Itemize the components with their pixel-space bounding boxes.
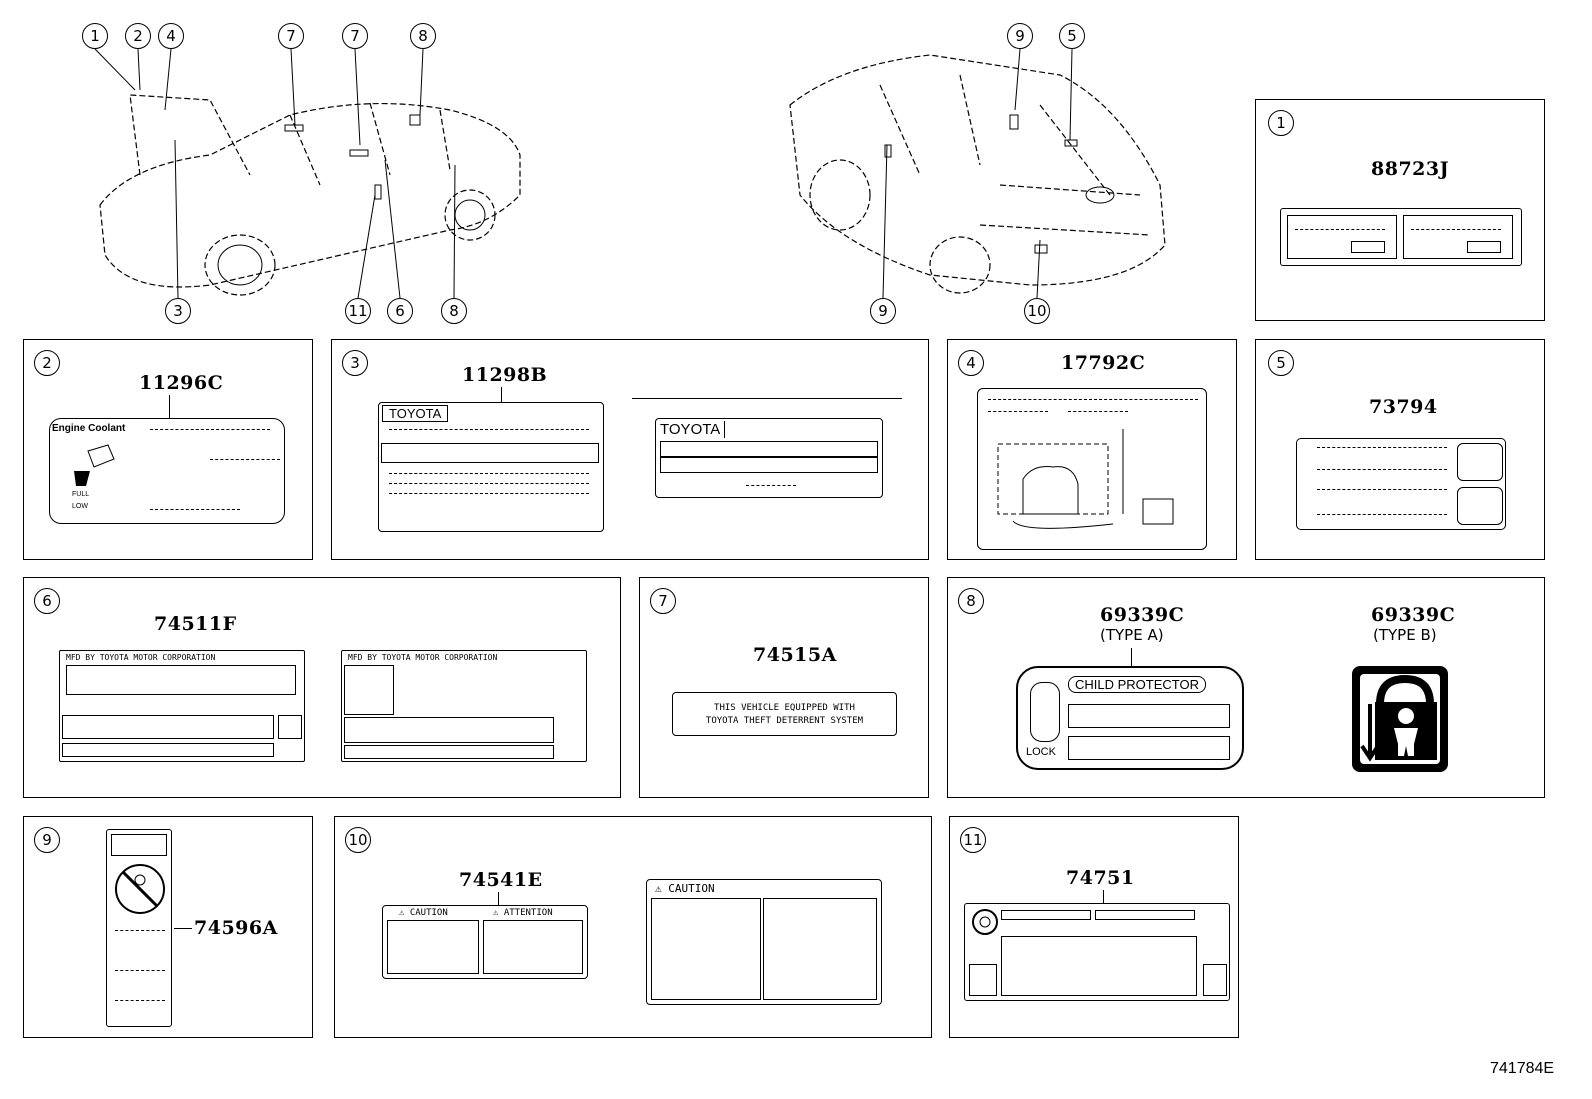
emission-control-label <box>977 388 1207 550</box>
panel-number: 10 <box>345 827 371 853</box>
panel-number: 11 <box>960 827 986 853</box>
low-text: LOW <box>72 503 88 510</box>
toyota-text: TOYOTA <box>660 421 726 438</box>
panel-9: 9 74596A <box>23 816 313 1038</box>
rear-car-illustration <box>789 54 1166 294</box>
part-number: 11298B <box>462 364 548 386</box>
part-number-type-b: 69339C <box>1371 604 1456 626</box>
tire-pressure-label <box>1280 208 1522 266</box>
callout-4[interactable]: 4 <box>158 23 184 49</box>
part-number: 88723J <box>1371 158 1450 180</box>
caution-label-left: ⚠ CAUTION ⚠ ATTENTION <box>382 905 588 979</box>
toyota-text: TOYOTA <box>382 405 449 422</box>
callout-1[interactable]: 1 <box>82 23 108 49</box>
front-car-illustration <box>99 94 521 296</box>
vehicle-id-label-left: TOYOTA <box>378 402 604 532</box>
full-text: FULL <box>72 491 90 498</box>
part-number: 74751 <box>1066 867 1135 889</box>
callout-11[interactable]: 11 <box>345 298 371 324</box>
panel-number: 4 <box>958 350 984 376</box>
part-number: 74515A <box>753 644 837 666</box>
panel-5: 5 73794 <box>1255 339 1545 560</box>
child-lock-icon <box>1352 666 1448 772</box>
panel-number: 9 <box>34 827 60 853</box>
part-number: 17792C <box>1061 352 1146 374</box>
certification-label-left: MFD BY TOYOTA MOTOR CORPORATION <box>59 650 305 762</box>
panel-number: 5 <box>1268 350 1294 376</box>
vehicle-id-label-right: TOYOTA <box>655 418 883 498</box>
tire-icon <box>972 909 998 935</box>
diagram-id: 741784E <box>1490 1060 1555 1077</box>
airbag-warning-icon <box>115 864 165 914</box>
part-number: 11296C <box>139 372 224 394</box>
callout-9[interactable]: 9 <box>1007 23 1033 49</box>
caution-text: ⚠ CAUTION <box>655 882 715 895</box>
panel-number: 1 <box>1268 110 1294 136</box>
part-number: 73794 <box>1369 396 1438 418</box>
part-number: 74596A <box>194 917 278 939</box>
label-line-1: THIS VEHICLE EQUIPPED WITH <box>714 703 855 713</box>
part-number: 74541E <box>459 869 543 891</box>
attention-text: ⚠ ATTENTION <box>493 908 553 918</box>
label-line-2: TOYOTA THEFT DETERRENT SYSTEM <box>705 716 864 726</box>
tire-information-label <box>964 903 1230 1001</box>
panel-number: 3 <box>342 350 368 376</box>
certification-label-right: MFD BY TOYOTA MOTOR CORPORATION <box>341 650 587 762</box>
panel-number: 8 <box>958 588 984 614</box>
caution-label-right: ⚠ CAUTION <box>646 879 882 1005</box>
type-b-text: (TYPE B) <box>1373 626 1437 644</box>
panel-2: 2 11296C Engine Coolant FULL LOW <box>23 339 313 560</box>
panel-11: 11 74751 <box>949 816 1239 1038</box>
callout-7b[interactable]: 7 <box>342 23 368 49</box>
panel-4: 4 17792C <box>947 339 1237 560</box>
callout-2[interactable]: 2 <box>125 23 151 49</box>
type-a-text: (TYPE A) <box>1100 626 1164 644</box>
callout-6[interactable]: 6 <box>387 298 413 324</box>
panel-1: 1 88723J <box>1255 99 1545 321</box>
caution-text: ⚠ CAUTION <box>399 908 448 918</box>
child-protector-label: CHILD PROTECTOR LOCK <box>1016 666 1244 770</box>
callout-5[interactable]: 5 <box>1059 23 1085 49</box>
child-protector-text: CHILD PROTECTOR <box>1068 676 1206 693</box>
mfd-text: MFD BY TOYOTA MOTOR CORPORATION <box>348 653 498 662</box>
part-number: 74511F <box>154 613 237 635</box>
airbag-warning-label <box>106 829 172 1027</box>
engine-coolant-label: Engine Coolant FULL LOW <box>49 418 285 524</box>
mfd-text: MFD BY TOYOTA MOTOR CORPORATION <box>66 653 216 662</box>
panel-6: 6 74511F MFD BY TOYOTA MOTOR CORPORATION… <box>23 577 621 798</box>
lock-text: LOCK <box>1026 746 1056 758</box>
callout-8[interactable]: 8 <box>410 23 436 49</box>
panel-8: 8 69339C (TYPE A) 69339C (TYPE B) CHILD … <box>947 577 1545 798</box>
engine-diagram <box>997 429 1174 529</box>
panel-7: 7 74515A THIS VEHICLE EQUIPPED WITH TOYO… <box>639 577 929 798</box>
callout-9b[interactable]: 9 <box>870 298 896 324</box>
callout-10[interactable]: 10 <box>1024 298 1050 324</box>
callout-7[interactable]: 7 <box>278 23 304 49</box>
engine-coolant-text: Engine Coolant <box>52 423 126 434</box>
panel-3: 3 11298B TOYOTA TOYOTA <box>331 339 929 560</box>
panel-10: 10 74541E ⚠ CAUTION ⚠ ATTENTION ⚠ CAUTIO… <box>334 816 932 1038</box>
theft-deterrent-label: THIS VEHICLE EQUIPPED WITH TOYOTA THEFT … <box>672 692 897 736</box>
panel-number: 2 <box>34 350 60 376</box>
part-number-type-a: 69339C <box>1100 604 1185 626</box>
caution-label <box>1296 438 1506 530</box>
callout-8b[interactable]: 8 <box>441 298 467 324</box>
panel-number: 7 <box>650 588 676 614</box>
callout-3[interactable]: 3 <box>165 298 191 324</box>
coolant-pour-icon <box>74 444 115 486</box>
panel-number: 6 <box>34 588 60 614</box>
